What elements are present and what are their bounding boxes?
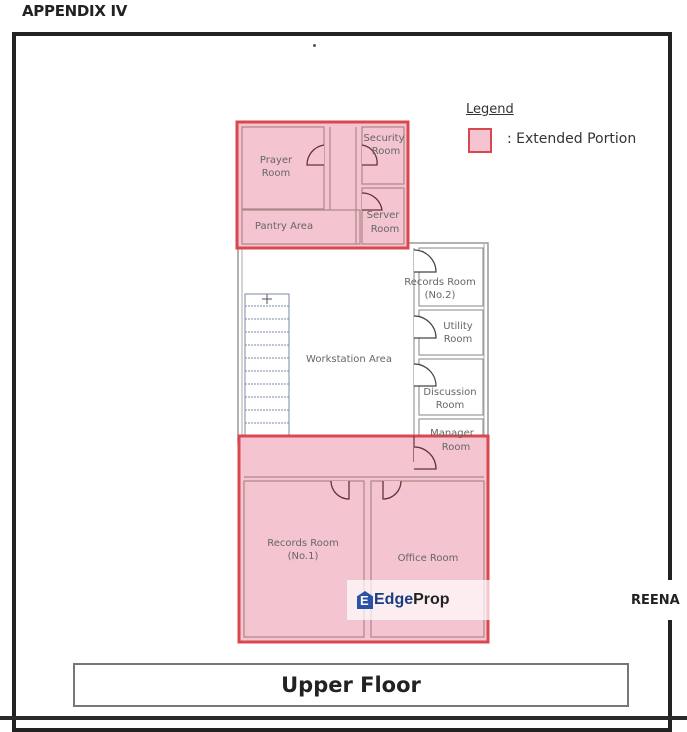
edgeprop-house-icon: E xyxy=(357,591,373,609)
svg-text:Discussion: Discussion xyxy=(423,387,476,398)
svg-text:Room: Room xyxy=(262,168,290,179)
legend-swatch-extended xyxy=(468,128,492,153)
svg-text:Records Room: Records Room xyxy=(267,538,338,549)
svg-text:Room: Room xyxy=(442,442,470,453)
legend-label-extended: : Extended Portion xyxy=(507,131,637,147)
top-extended-block xyxy=(235,120,410,250)
bottom-border xyxy=(0,716,687,720)
svg-text:Manager: Manager xyxy=(430,428,475,439)
svg-text:(No.2): (No.2) xyxy=(425,290,456,301)
svg-text:Workstation Area: Workstation Area xyxy=(306,354,392,365)
svg-text:Room: Room xyxy=(436,400,464,411)
agent-name: REENA xyxy=(631,593,680,608)
svg-text:Room: Room xyxy=(372,146,400,157)
svg-text:Prayer: Prayer xyxy=(260,155,293,166)
svg-text:Room: Room xyxy=(371,224,399,235)
svg-text:Utility: Utility xyxy=(443,321,472,332)
marker-dot xyxy=(313,44,316,47)
svg-text:Server: Server xyxy=(367,210,401,221)
edgeprop-logo-text: EdgeProp xyxy=(374,591,450,608)
svg-text:Records Room: Records Room xyxy=(404,277,475,288)
svg-text:Security: Security xyxy=(363,133,404,144)
floor-caption-box: Upper Floor xyxy=(73,663,629,707)
edgeprop-watermark: E EdgeProp xyxy=(347,580,490,620)
appendix-title: APPENDIX IV xyxy=(22,2,128,20)
floor-caption: Upper Floor xyxy=(281,673,421,697)
svg-text:(No.1): (No.1) xyxy=(288,551,319,562)
svg-text:Room: Room xyxy=(444,334,472,345)
legend-title: Legend xyxy=(466,102,514,117)
watermark-band xyxy=(490,580,672,620)
svg-text:Office Room: Office Room xyxy=(398,553,459,564)
staircase xyxy=(244,293,290,437)
svg-text:Pantry Area: Pantry Area xyxy=(255,221,313,232)
